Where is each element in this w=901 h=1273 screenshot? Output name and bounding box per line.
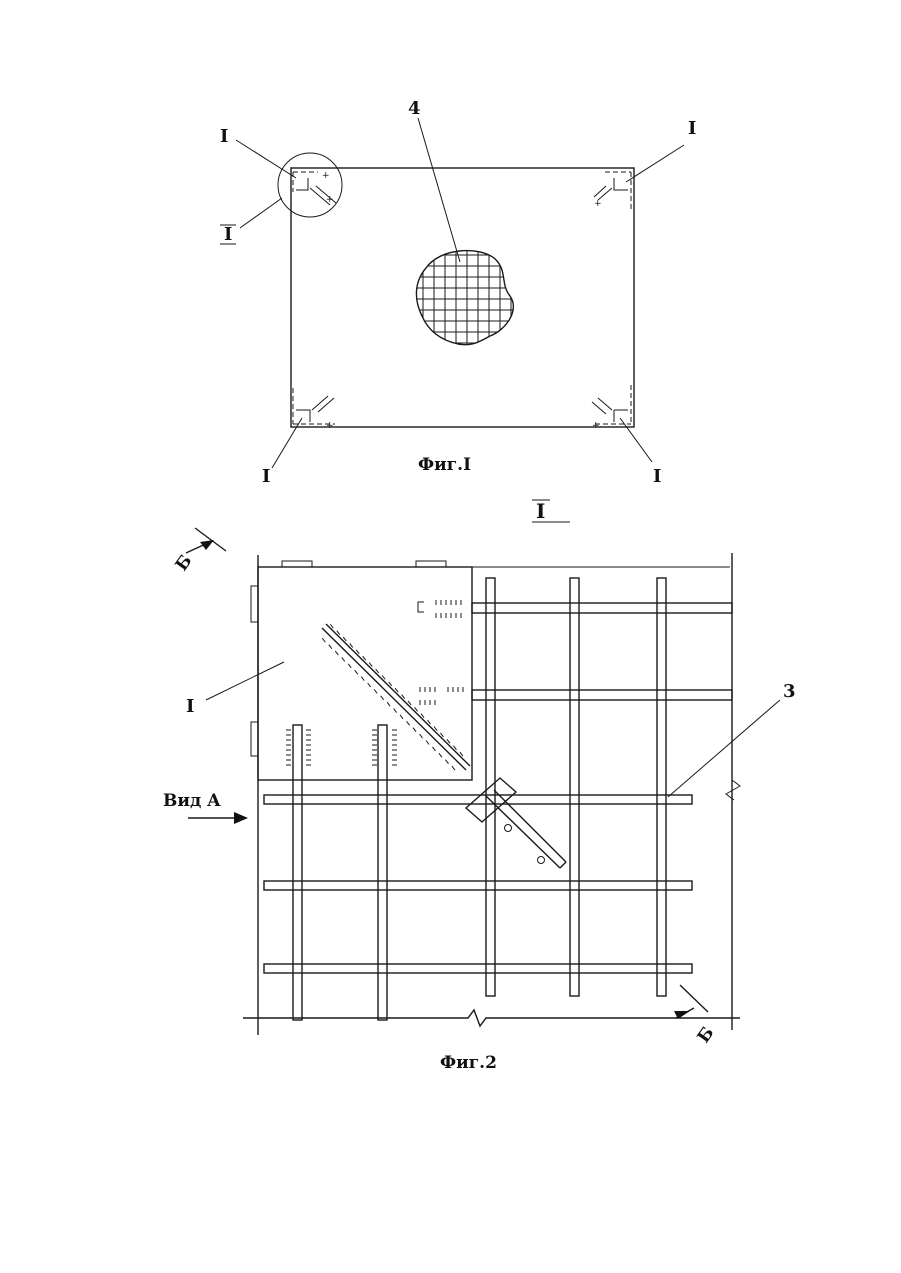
figure-1: + + + + + bbox=[220, 98, 696, 487]
plate-welds bbox=[251, 561, 446, 756]
leader-bottom-right bbox=[620, 418, 652, 462]
svg-text:Вид A: Вид A bbox=[163, 791, 221, 811]
svg-text:+: + bbox=[592, 421, 600, 431]
label-plate: I bbox=[186, 696, 194, 717]
label-mesh: 4 bbox=[408, 98, 421, 119]
section-mark-top: Б bbox=[172, 528, 226, 575]
leader-top-right bbox=[626, 145, 684, 182]
view-a-marker: Вид A bbox=[163, 791, 248, 824]
section-mark-bottom: Б bbox=[674, 985, 718, 1047]
svg-text:+: + bbox=[326, 195, 334, 205]
caption-fig1: Фиг.I bbox=[418, 455, 471, 475]
detail-callout-circle bbox=[278, 153, 342, 217]
label-rod: 3 bbox=[783, 681, 796, 702]
leader-rod bbox=[668, 700, 780, 797]
leader-mesh bbox=[418, 118, 460, 262]
rods-horizontal-lower bbox=[264, 795, 692, 973]
leader-top-left bbox=[236, 140, 296, 178]
mesh-area bbox=[410, 240, 524, 350]
boundary-bottom bbox=[243, 1010, 740, 1026]
label-node-top-right: I bbox=[688, 118, 696, 139]
rods-horizontal-upper bbox=[472, 603, 732, 700]
svg-text:I: I bbox=[536, 499, 545, 523]
corner-node-bottom-left: + bbox=[293, 388, 335, 431]
svg-text:+: + bbox=[326, 421, 334, 431]
anchor-plate bbox=[466, 778, 566, 868]
panel-outline bbox=[291, 168, 634, 427]
leader-callout bbox=[240, 198, 282, 228]
svg-text:Б: Б bbox=[172, 551, 197, 574]
fig2-title: I bbox=[532, 499, 570, 523]
svg-text:+: + bbox=[322, 171, 330, 181]
leader-plate bbox=[206, 662, 284, 700]
label-callout: I bbox=[220, 224, 236, 245]
label-node-top-left: I bbox=[220, 126, 228, 147]
label-node-bottom-right: I bbox=[653, 466, 661, 487]
break-mark-right bbox=[726, 780, 740, 800]
svg-text:I: I bbox=[224, 224, 232, 245]
corner-node-top-left: + + bbox=[293, 171, 336, 205]
svg-text:+: + bbox=[594, 199, 602, 209]
corner-node-bottom-right: + bbox=[592, 385, 631, 431]
svg-text:Б: Б bbox=[694, 1023, 719, 1046]
node-plate bbox=[258, 567, 472, 780]
figure-2: I bbox=[163, 499, 796, 1073]
diagonal-rod bbox=[322, 624, 470, 770]
caption-fig2: Фиг.2 bbox=[440, 1053, 497, 1073]
corner-node-top-right: + bbox=[594, 172, 631, 210]
rods-vertical bbox=[293, 578, 666, 1020]
leader-bottom-left bbox=[272, 418, 302, 468]
label-node-bottom-left: I bbox=[262, 466, 270, 487]
